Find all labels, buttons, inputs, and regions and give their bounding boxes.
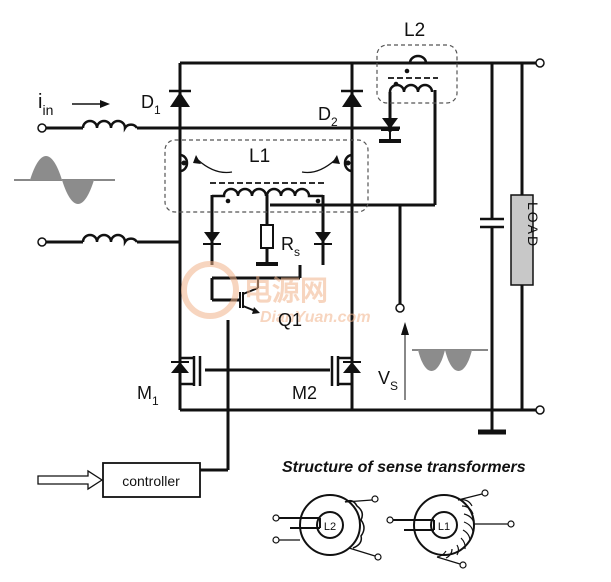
input-terminal-top: [37, 123, 47, 133]
toroid-l1: L1: [386, 489, 515, 569]
svg-text:DianYuan.com: DianYuan.com: [260, 309, 371, 326]
structure-title: Structure of sense transformers: [282, 459, 526, 476]
label-m1: M1: [137, 383, 159, 408]
svg-text:电源网: 电源网: [244, 274, 328, 307]
label-vs: VS: [378, 368, 398, 393]
load-box: [510, 194, 534, 286]
watermark: 电源网 DianYuan.com: [181, 261, 371, 326]
load-label: LOAD: [525, 202, 541, 248]
coupling-arrows: [197, 159, 336, 174]
diode-d1: [169, 89, 191, 107]
mosfet-m2: [330, 356, 352, 386]
input-waveform: [14, 156, 115, 204]
sense-diode-right: [314, 232, 332, 245]
svg-text:L2: L2: [324, 521, 336, 533]
l1-transformer-box: [164, 139, 369, 213]
toroid-l2: L2: [272, 494, 382, 561]
vs-waveform: [412, 349, 488, 371]
current-arrow: [72, 100, 110, 108]
input-inductor-bottom: [81, 233, 139, 247]
l1-secondary-winding: [212, 187, 323, 198]
sense-diode-left: [203, 232, 221, 245]
l2-windings: [388, 54, 434, 93]
label-l1: L1: [249, 146, 270, 167]
label-q1: Q1: [278, 310, 302, 330]
output-terminal-top: [535, 58, 545, 68]
label-d1: D1: [141, 92, 161, 117]
transistor-q1: [239, 278, 259, 313]
controller-box: [102, 462, 201, 498]
svg-text:L1: L1: [438, 521, 450, 533]
vs-terminal: [395, 303, 405, 313]
label-l2: L2: [404, 20, 425, 41]
label-d2: D2: [318, 104, 338, 129]
l1-primary-windings: [179, 153, 353, 173]
controller-input-arrow: [37, 469, 104, 491]
diode-d2: [341, 89, 363, 107]
mosfet-m1: [180, 356, 202, 386]
wires: [45, 61, 538, 472]
l2-transformer-box: [376, 44, 458, 104]
vs-arrow: [401, 322, 409, 400]
label-rs: Rs: [281, 234, 300, 259]
input-inductor-top: [81, 119, 139, 133]
sense-resistor: [260, 224, 274, 249]
label-m2: M2: [292, 383, 317, 403]
label-iin: iin: [38, 91, 53, 118]
output-terminal-bottom: [535, 405, 545, 415]
output-capacitor: [480, 217, 504, 229]
controller-label: controller: [122, 473, 180, 489]
input-terminal-bottom: [37, 237, 47, 247]
